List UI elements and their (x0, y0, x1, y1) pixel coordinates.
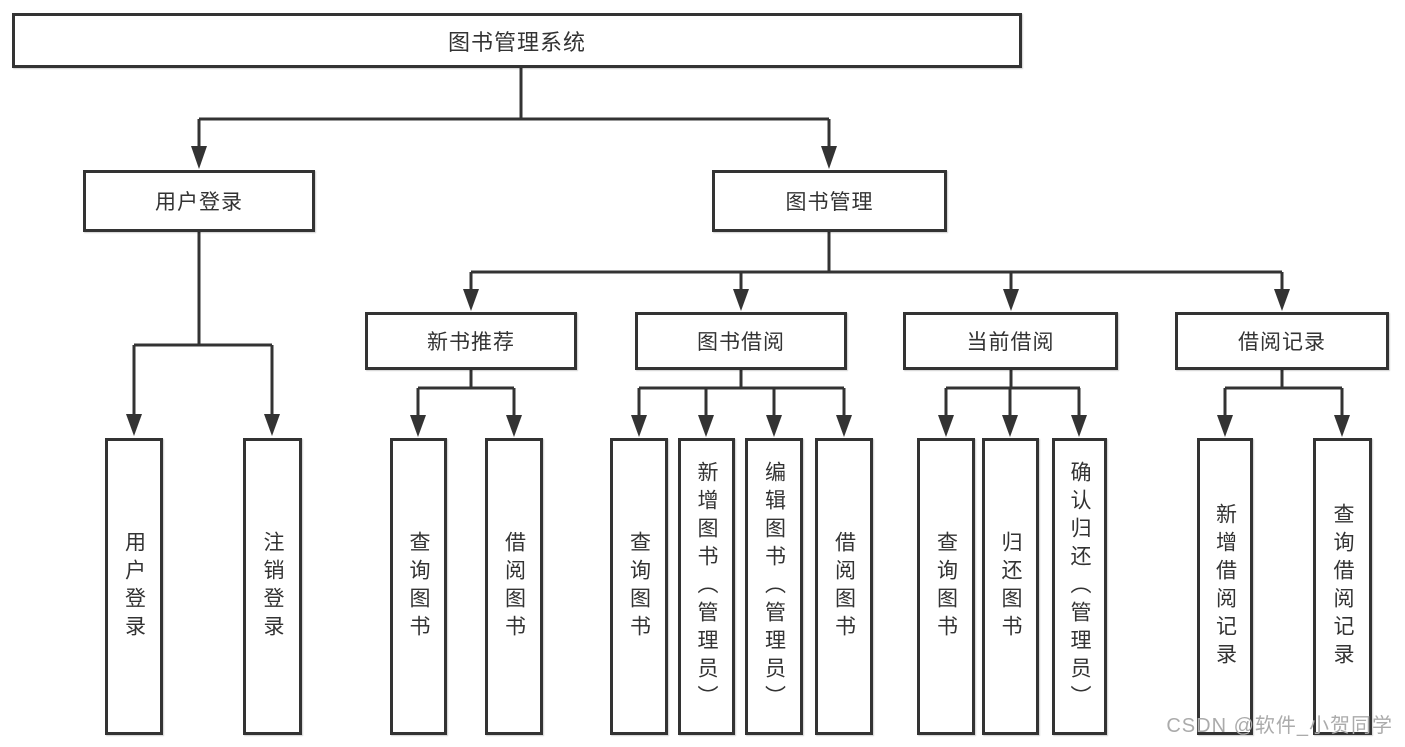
leaf-query-books-current: 查询图书 (917, 438, 975, 735)
node-label: 图书借阅 (697, 331, 785, 354)
arrowheads (126, 146, 1350, 437)
node-borrowing-records: 借阅记录 (1175, 312, 1389, 370)
node-current-borrowing: 当前借阅 (903, 312, 1118, 370)
node-label: 图书管理系统 (447, 29, 586, 55)
node-label: 注销登录 (261, 530, 284, 643)
node-label: 查询图书 (407, 530, 430, 643)
node-label: 用户登录 (122, 530, 146, 643)
leaf-return-books: 归还图书 (982, 438, 1039, 735)
leaf-query-borrow-record: 查询借阅记录 (1313, 438, 1372, 735)
node-label: 当前借阅 (966, 331, 1055, 354)
node-label: 查询图书 (934, 530, 958, 643)
leaf-user-login: 用户登录 (105, 438, 163, 735)
leaf-borrow-books-borrowing: 借阅图书 (815, 438, 873, 735)
csdn-watermark: CSDN @软件_小贺同学 (1166, 715, 1393, 737)
node-label: 新书推荐 (427, 331, 515, 354)
node-label: 图书管理 (785, 191, 874, 214)
node-user-login: 用户登录 (83, 170, 315, 232)
node-label: 新增图书（管理员） (695, 460, 718, 713)
leaf-edit-books-admin: 编辑图书（管理员） (745, 438, 803, 735)
leaf-query-books-borrowing: 查询图书 (610, 438, 668, 735)
node-label: 用户登录 (155, 191, 243, 214)
node-label: 归还图书 (999, 530, 1022, 643)
node-label: 确认归还（管理员） (1068, 460, 1091, 713)
leaf-borrow-books-recommend: 借阅图书 (485, 438, 543, 735)
node-label: 编辑图书（管理员） (762, 460, 786, 713)
node-book-management-system: 图书管理系统 (12, 13, 1022, 68)
node-new-book-recommendation: 新书推荐 (365, 312, 577, 370)
node-label: 借阅图书 (502, 530, 526, 643)
node-label: 查询借阅记录 (1331, 502, 1354, 671)
node-label: 借阅图书 (832, 530, 856, 643)
node-label: 查询图书 (627, 530, 651, 643)
node-book-management: 图书管理 (712, 170, 947, 232)
leaf-logout: 注销登录 (243, 438, 302, 735)
node-label: 新增借阅记录 (1213, 502, 1237, 671)
leaf-query-books-recommend: 查询图书 (390, 438, 447, 735)
leaf-add-borrow-record: 新增借阅记录 (1197, 438, 1253, 735)
node-label: 借阅记录 (1238, 331, 1326, 354)
leaf-confirm-return-admin: 确认归还（管理员） (1052, 438, 1107, 735)
leaf-add-books-admin: 新增图书（管理员） (678, 438, 735, 735)
node-book-borrowing: 图书借阅 (635, 312, 847, 370)
